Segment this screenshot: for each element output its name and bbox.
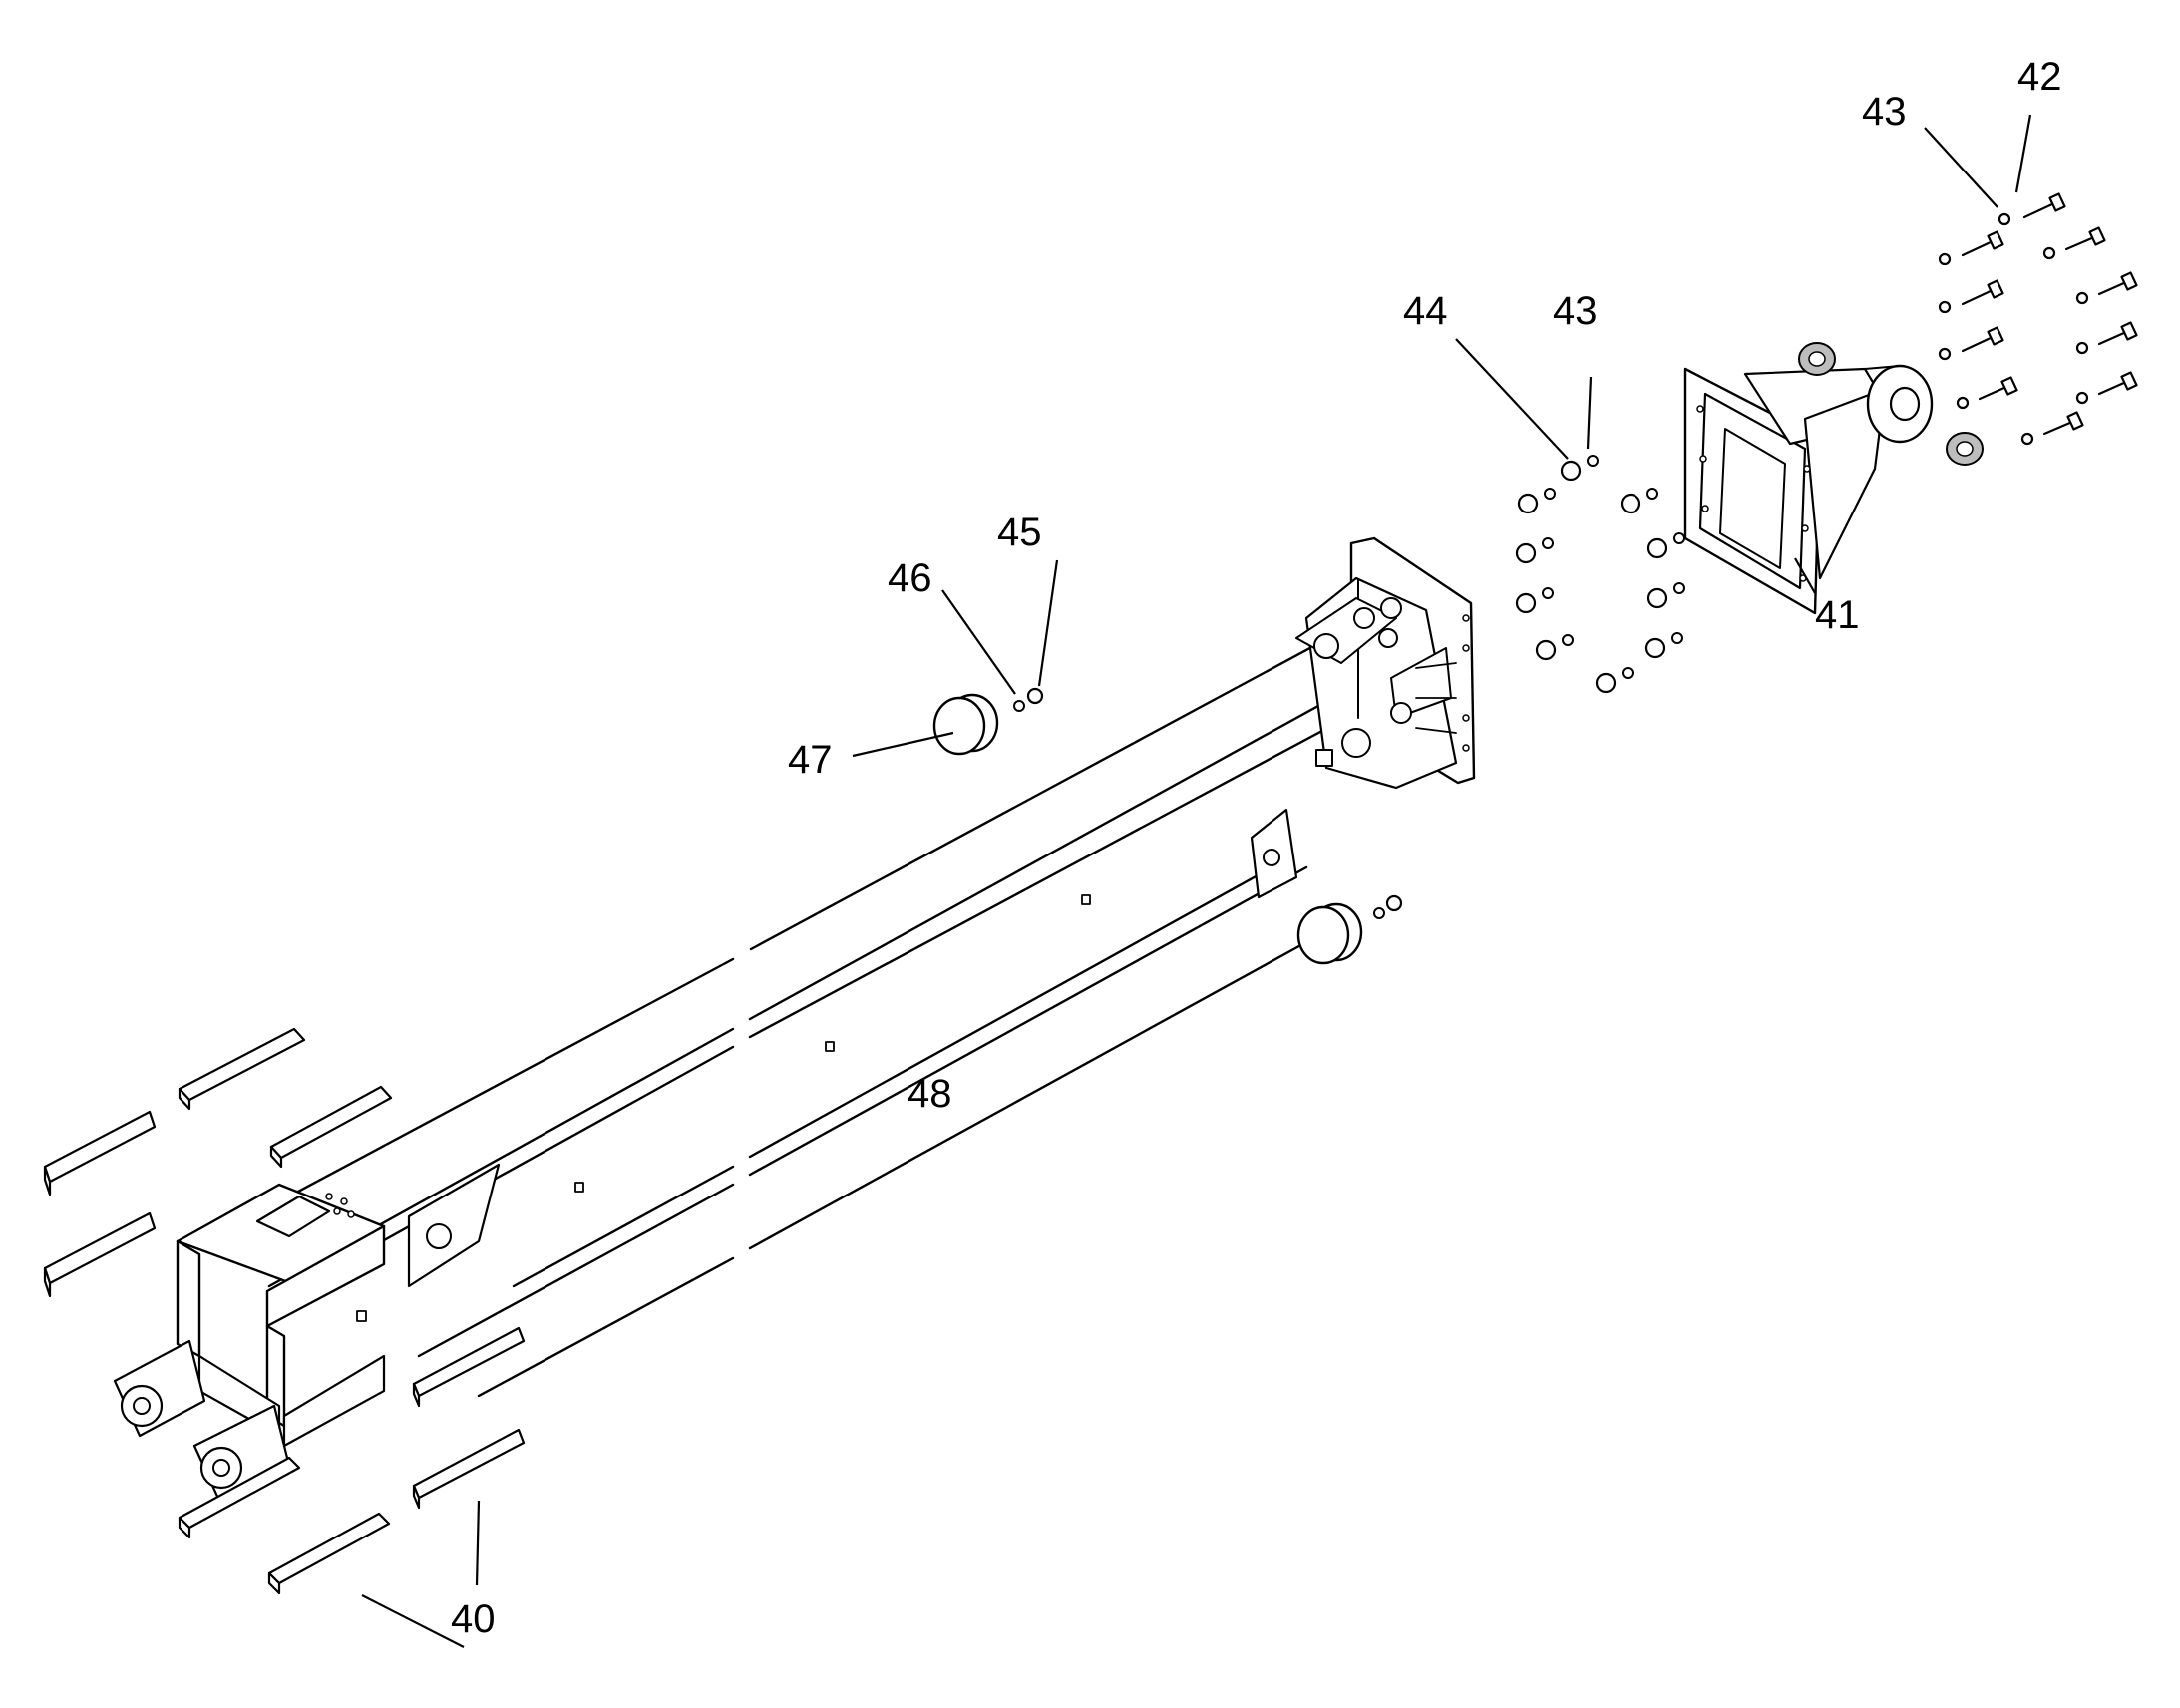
callout-45: 45 [997, 511, 1042, 554]
leader-lines [361, 114, 2032, 1648]
nuts-and-washers [1515, 455, 1685, 694]
nut [1535, 634, 1574, 661]
callout-labels: 40 41 42 43 43 44 45 46 47 48 [451, 55, 2062, 1641]
wear-pad [43, 1110, 157, 1196]
nut [1515, 587, 1554, 614]
cap-screw [2075, 321, 2138, 355]
wear-pad [43, 1211, 157, 1298]
cap-upper [932, 687, 1044, 756]
callout-43-upper: 43 [1862, 90, 1907, 134]
wear-pad [412, 1326, 526, 1408]
cap-screw [1938, 326, 2004, 361]
nut [1560, 455, 1599, 482]
boom-foot [113, 1163, 501, 1503]
nut [1620, 488, 1658, 514]
cap-screw [2020, 411, 2084, 446]
wear-pad [178, 1456, 301, 1539]
wear-pads [43, 1027, 526, 1595]
callout-47: 47 [788, 738, 833, 782]
nut [1646, 532, 1685, 559]
cap-screw [2042, 226, 2106, 260]
cap-screws [1938, 192, 2138, 446]
nut [1646, 582, 1685, 609]
adapter-flange [1683, 364, 1934, 615]
cap-screw [1956, 376, 2018, 410]
wear-pad [178, 1027, 306, 1111]
wear-pad [267, 1512, 391, 1595]
wear-pad [269, 1085, 393, 1169]
callout-44: 44 [1403, 289, 1448, 333]
callout-41: 41 [1815, 593, 1860, 637]
cap-screw [2075, 271, 2138, 305]
cap-screw [1938, 279, 2004, 314]
callout-42: 42 [2017, 55, 2062, 99]
callout-46: 46 [888, 556, 932, 600]
cap-screw [2075, 371, 2138, 405]
cap-screw [1938, 230, 2004, 266]
cap-lower [1296, 894, 1403, 965]
callout-40: 40 [451, 1597, 496, 1641]
wear-pad [412, 1428, 526, 1510]
nut [1644, 632, 1683, 659]
side-bracket [574, 808, 1298, 1193]
nut [1595, 667, 1634, 694]
nut [1515, 537, 1554, 564]
cap-screw [1998, 192, 2066, 226]
nut [1517, 488, 1556, 514]
boom-head-plate [1295, 536, 1476, 790]
callout-43-middle: 43 [1553, 289, 1598, 333]
bushings [1798, 342, 1984, 466]
callout-48: 48 [908, 1072, 952, 1116]
